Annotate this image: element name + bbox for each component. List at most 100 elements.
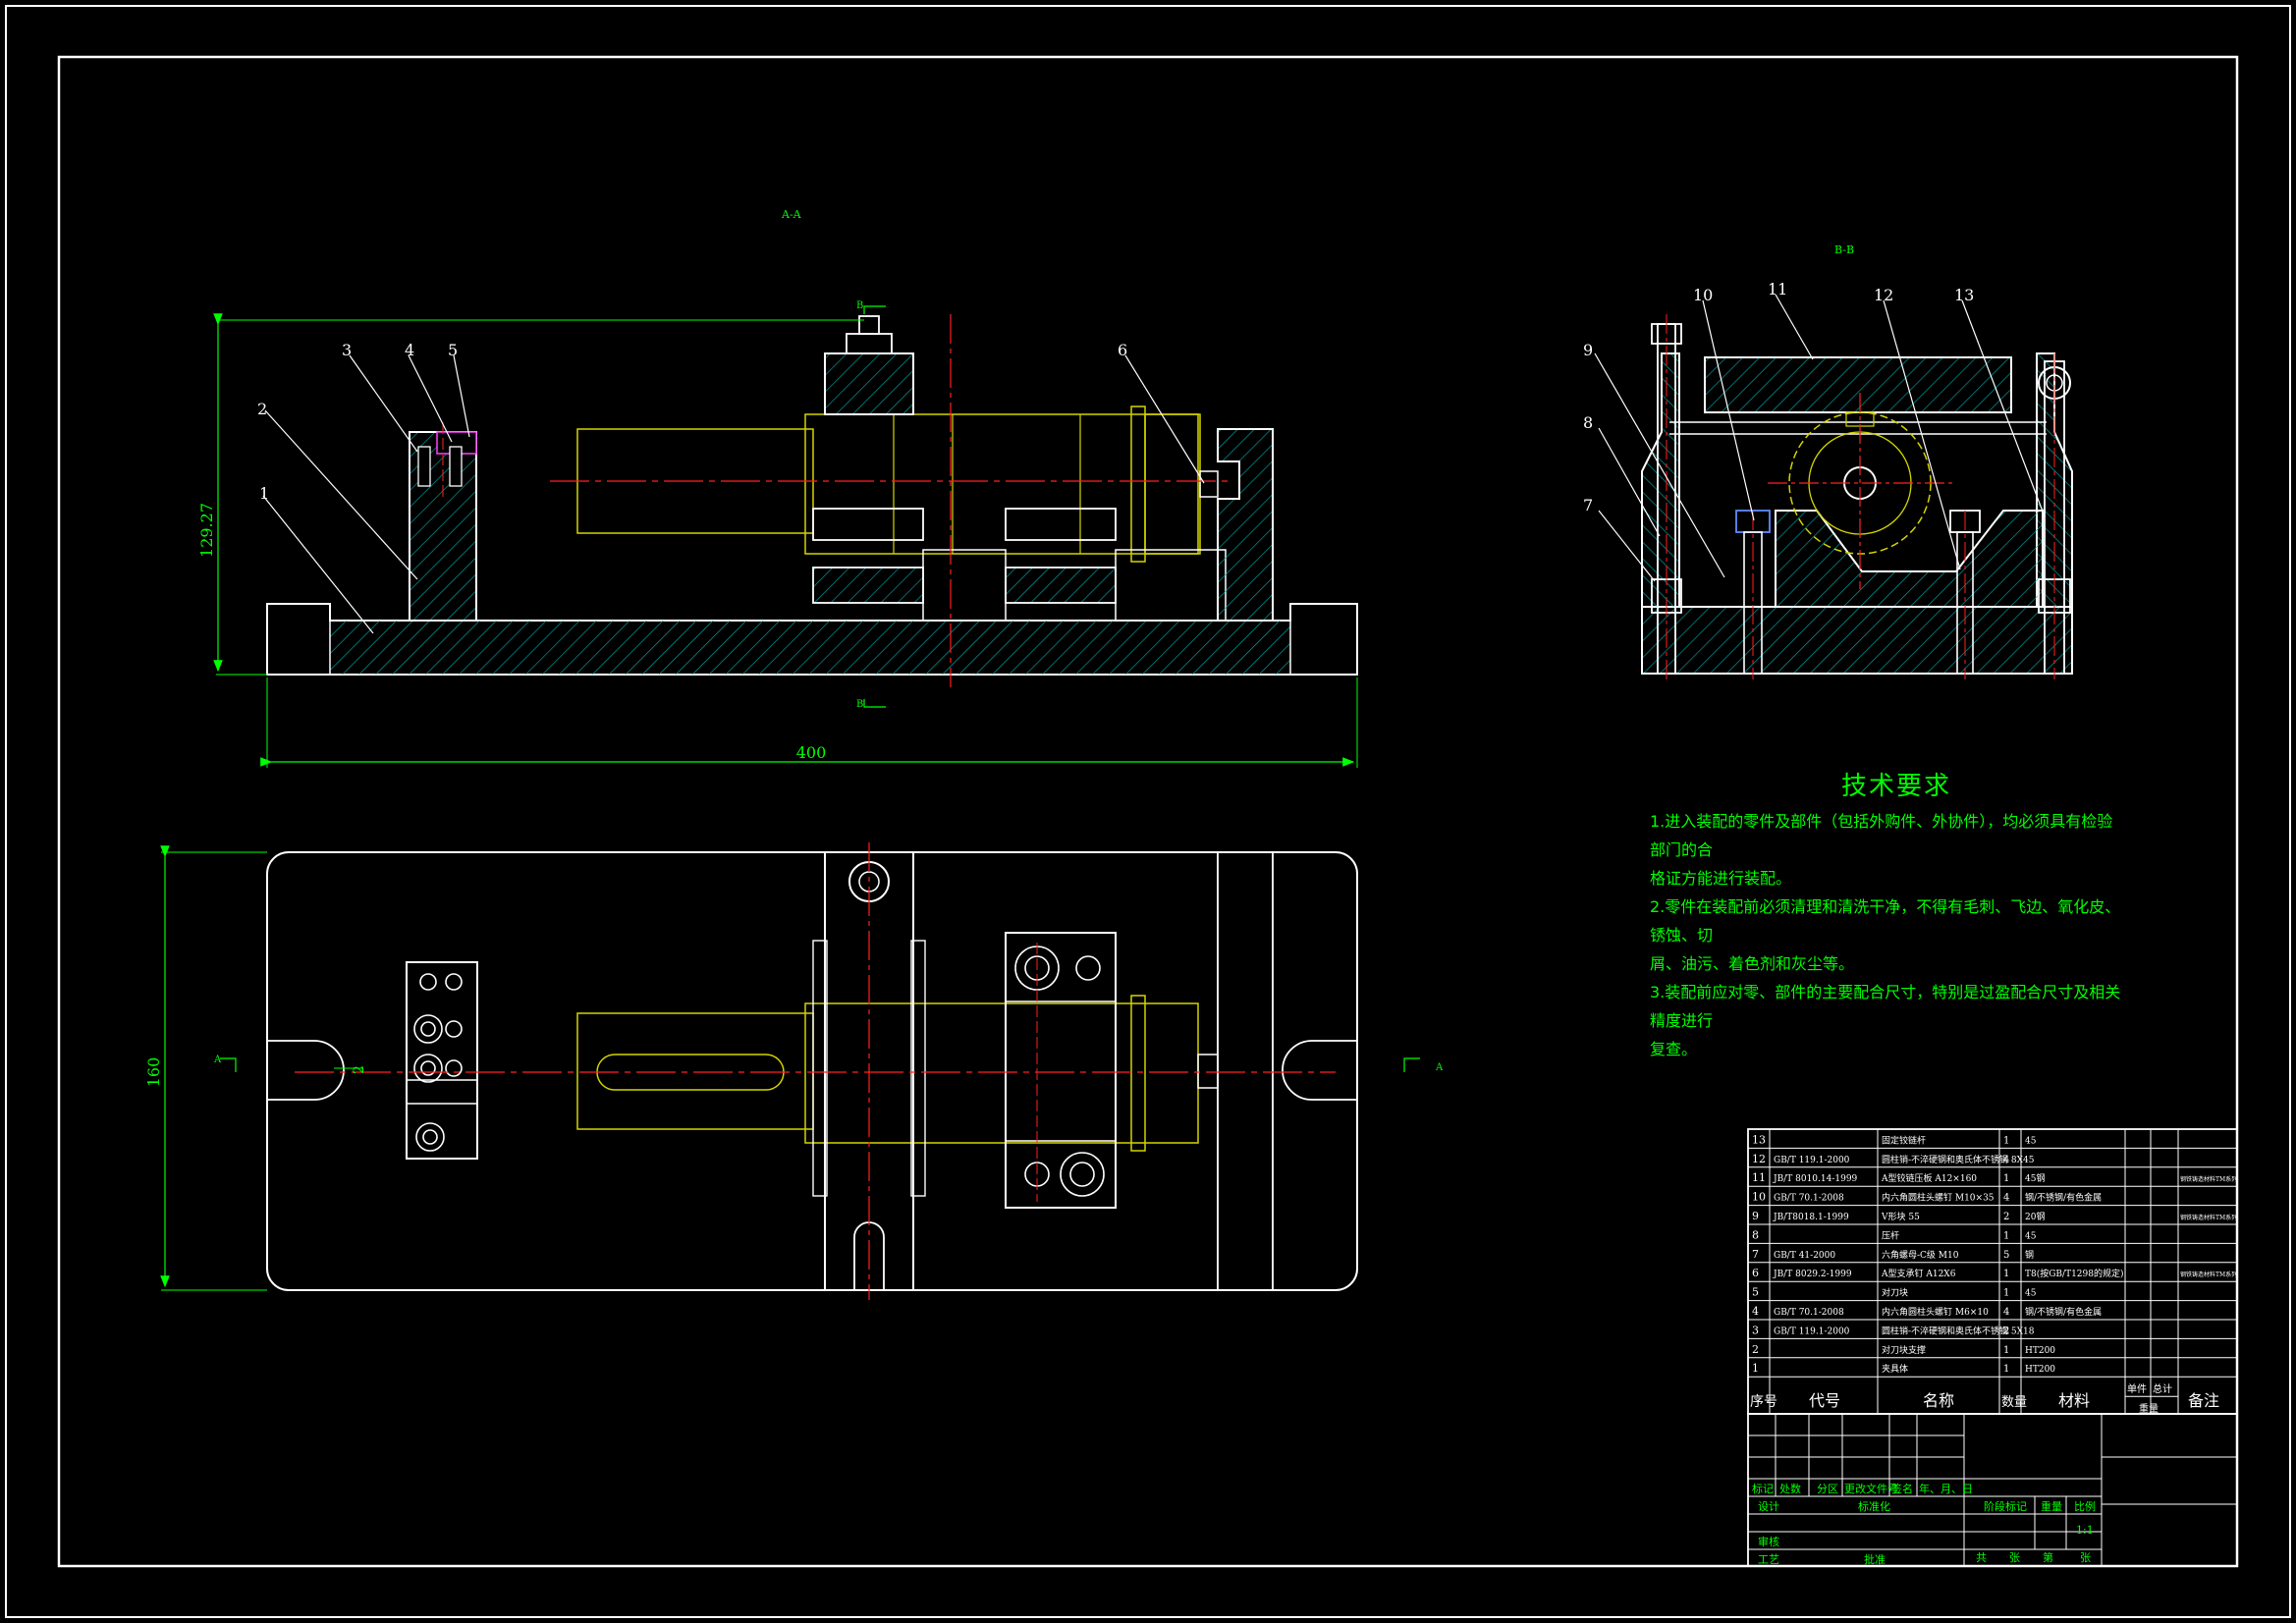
tb-c1: 标记 [1752,1482,1774,1495]
bom-header-no: 序号 [1750,1394,1777,1410]
bom-cell-code: JB/T8018.1-1999 [1773,1213,1849,1222]
balloon-13: 13 [1954,286,1974,304]
bom-cell-code: GB/T 70.1-2008 [1774,1308,1844,1318]
bom-cell-no: 11 [1752,1171,1766,1184]
balloon-8: 8 [1583,413,1593,432]
bom-cell-no: 6 [1752,1267,1759,1279]
bom-cell-material: HT200 [2025,1346,2055,1356]
balloon-11: 11 [1768,280,1787,298]
title-block: 标记 处数 分区 更改文件号 签名 年、月、日 设计 标准化 审核 工艺 批准 … [1747,1413,2238,1567]
side-view: B-B [1583,243,2073,679]
dim-small: 2 [352,1065,367,1074]
balloon-6: 6 [1118,341,1127,359]
bom-cell-name: 内六角圆柱头螺钉 M6×10 [1882,1306,1989,1318]
tech-req-title: 技术要求 [1841,772,1952,801]
bom-cell-qty: 4 [2003,1155,2009,1165]
bom-cell-qty: 1 [2003,1288,2009,1299]
bom-cell-code: GB/T 70.1-2008 [1774,1194,1844,1204]
tech-req-line: 格证方能进行装配。 [1650,869,1792,888]
bom-cell-qty: 1 [2003,1135,2009,1146]
clamp-top-block [824,352,914,415]
balloon-3: 3 [342,341,352,359]
tb-scale-value: 1:1 [2076,1524,2094,1537]
bom-cell-name: 对刀块 [1882,1287,1908,1299]
tech-req-line: 1.进入装配的零件及部件（包括外购件、外协件），均必须具有检验部门的合 [1650,812,2113,859]
bom-cell-name: A型铰链压板 A12×160 [1881,1172,1977,1184]
bom-cell-code: GB/T 119.1-2000 [1774,1326,1850,1336]
tb-c3: 分区 [1817,1483,1838,1495]
tb-process: 工艺 [1758,1553,1779,1566]
outer-border [5,5,2291,1618]
bom-cell-name: 固定铰链杆 [1882,1134,1926,1146]
side-v-block [1775,510,2044,608]
tb-sheet: 第 [2043,1550,2053,1564]
cut-a-left: A [213,1055,222,1065]
bom-cell-no: 9 [1752,1210,1759,1222]
tb-c4: 更改文件号 [1844,1482,1898,1495]
tb-scale: 比例 [2074,1499,2096,1513]
section-bb-label: B-B [1834,243,1854,256]
bom-cell-no: 1 [1752,1362,1759,1375]
dim-length: 400 [796,743,827,762]
tb-c6: 年、月、日 [1919,1482,1973,1495]
bom-cell-name: 圆柱销-不淬硬钢和奥氏体不锈钢 5X18 [1882,1325,2035,1336]
bom-cell-material: T8(按GB/T1298的规定) [2025,1268,2124,1279]
bom-cell-note: 钢铁铸造材料TM系列 [2180,1175,2237,1183]
bom-header-weight: 重量 [2139,1402,2159,1415]
balloon-9: 9 [1583,341,1593,359]
bom-cell-qty: 5 [2003,1250,2009,1261]
bom-header-code: 代号 [1809,1391,1840,1410]
tech-req-line: 复查。 [1650,1040,1698,1058]
balloon-5: 5 [448,341,458,359]
tb-weight: 重量 [2041,1499,2062,1513]
bom-cell-qty: 4 [2003,1193,2009,1204]
bom-header-qty: 数量 [2001,1395,2027,1410]
bom-cell-name: 六角螺母-C级 M10 [1882,1249,1959,1261]
bom-cell-code: JB/T 8029.2-1999 [1773,1270,1852,1279]
tb-sheet2: 张 [2080,1551,2091,1564]
bom-header-material: 材料 [2058,1391,2090,1410]
tech-req-line: 3.装配前应对零、部件的主要配合尺寸，特别是过盈配合尺寸及相关精度进行 [1650,983,2121,1030]
bom-header: 序号代号名称数量材料备注单件总计重量 [1750,1382,2219,1415]
bom-cell-name: 对刀块支撑 [1882,1344,1926,1356]
bom-cell-code: JB/T 8010.14-1999 [1773,1174,1858,1184]
bom-cell-material: 钢 [2025,1249,2034,1261]
bom-cell-no: 7 [1752,1248,1759,1261]
tb-sheets: 张 [2009,1551,2020,1564]
bom-cell-no: 8 [1752,1228,1759,1241]
end-stop [1217,428,1274,622]
tech-req-body: 1.进入装配的零件及部件（包括外购件、外协件），均必须具有检验部门的合 格证方能… [1650,807,2121,1063]
v-block-plan-left [1005,932,1117,1209]
dim-width: 160 [144,1057,163,1088]
bom-cell-qty: 1 [2003,1269,2009,1279]
bom-cell-note: 钢铁铸造材料TM系列 [2180,1214,2237,1221]
bom-cell-no: 2 [1752,1343,1759,1356]
bom-cell-no: 12 [1752,1153,1766,1165]
tb-standard: 标准化 [1858,1499,1890,1513]
tech-req-line: 2.零件在装配前必须清理和清洗干净，不得有毛刺、飞边、氧化皮、锈蚀、切 [1650,897,2121,945]
bom-cell-qty: 1 [2003,1345,2009,1356]
base-hatch [330,621,1290,675]
side-base [1641,606,2073,675]
cut-b-bottom: B [856,699,863,710]
bom-cell-qty: 1 [2003,1173,2009,1184]
cut-b-top: B [856,300,863,311]
bom-header-note: 备注 [2188,1391,2219,1410]
v-block-right [1005,508,1117,541]
bom-cell-material: 45钢 [2025,1172,2045,1184]
balloon-1: 1 [259,484,269,503]
pressure-plate [1704,356,2012,413]
tb-stage: 阶段标记 [1984,1499,2027,1513]
support-pin [1199,470,1219,498]
inner-frame [57,55,2239,1568]
bom-cell-material: 钢/不锈钢/有色金属 [2025,1306,2102,1318]
